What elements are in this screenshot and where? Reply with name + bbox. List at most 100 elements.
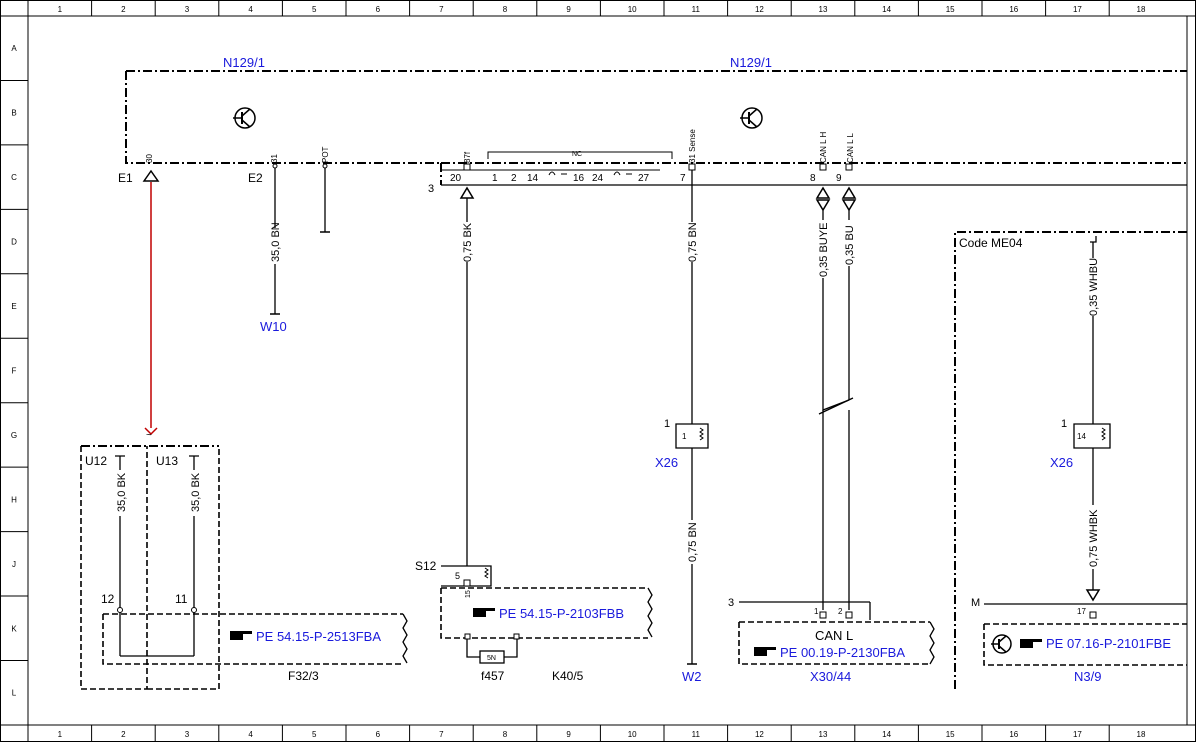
module-n129-border — [125, 70, 1187, 185]
module-label-left[interactable]: N129/1 — [223, 55, 265, 70]
column-label: 15 — [946, 5, 955, 14]
column-label: 1 — [58, 730, 63, 739]
row-label: K — [11, 624, 17, 633]
row-label: D — [11, 238, 17, 247]
spring-icon — [484, 567, 489, 579]
column-label: 10 — [628, 730, 637, 739]
fuse-wires — [466, 636, 518, 658]
k40-break-icon — [647, 587, 653, 638]
n3-9-label[interactable]: N3/9 — [1074, 669, 1101, 684]
x26-left-label[interactable]: X26 — [655, 455, 678, 470]
column-label: 18 — [1137, 5, 1146, 14]
f32-3-label: F32/3 — [288, 669, 319, 683]
ref-pe1[interactable]: PE 54.15-P-2513FBA — [256, 629, 381, 644]
x26-right-label[interactable]: X26 — [1050, 455, 1073, 470]
pin-pot-terminal — [322, 163, 328, 169]
ref-pe3[interactable]: PE 00.19-P-2130FBA — [780, 645, 905, 660]
column-label: 2 — [121, 5, 126, 14]
x26-left-pin: 1 — [664, 418, 670, 430]
row-label: G — [11, 431, 17, 440]
x30-44-label[interactable]: X30/44 — [810, 669, 851, 684]
wire-label-075bn-top: 0,75 BN — [687, 222, 699, 262]
internal-bridge-symbols — [548, 171, 632, 176]
pin-20: 20 — [450, 173, 462, 184]
pin-7: 7 — [680, 173, 686, 184]
x30-pin-2: 2 — [838, 607, 843, 616]
nc-bracket — [487, 151, 673, 159]
pin-17-terminal — [1089, 611, 1097, 619]
row-label: L — [12, 689, 17, 698]
wire-label-bg — [841, 220, 857, 266]
wire-label-bg — [1085, 258, 1103, 316]
x30-connector-label: 3 — [728, 597, 734, 609]
column-label: 15 — [946, 730, 955, 739]
column-label: 10 — [628, 5, 637, 14]
s12-pin-terminal — [463, 579, 471, 587]
wire-label-35bk-u13: 35,0 BK — [190, 472, 202, 512]
s12-pin15: 15 — [465, 590, 472, 598]
pin-31-label: 31 — [270, 154, 279, 163]
ground-w10[interactable]: W10 — [260, 319, 287, 334]
row-label: E — [11, 302, 16, 311]
column-label: 2 — [121, 730, 126, 739]
column-label: 4 — [248, 5, 253, 14]
pin-pot-label: POT — [321, 146, 330, 163]
column-label: 18 — [1137, 730, 1146, 739]
ref-pe2[interactable]: PE 54.15-P-2103FBB — [499, 606, 624, 621]
pin-87f-label: 87f — [463, 151, 472, 163]
shield-icon — [1090, 236, 1097, 243]
pin-14: 14 — [527, 173, 539, 184]
pin-9: 9 — [836, 173, 842, 184]
column-label: 16 — [1009, 5, 1018, 14]
fuse-f457 — [479, 650, 505, 664]
column-label: 7 — [439, 5, 444, 14]
pointing-hand-icon — [230, 631, 252, 640]
row-label: J — [12, 560, 16, 569]
wire-label-bg — [1085, 505, 1103, 569]
wire-label-35bk-u12: 35,0 BK — [116, 472, 128, 512]
pin-2: 2 — [511, 173, 517, 184]
column-label: 14 — [882, 730, 891, 739]
spring-icon — [699, 427, 704, 441]
x30-break-icon — [929, 621, 935, 665]
column-label: 1 — [58, 5, 63, 14]
nc-label: NC — [572, 151, 582, 158]
pin-30-label: 30 — [145, 154, 154, 163]
column-label: 17 — [1073, 5, 1082, 14]
bidirectional-arrow-icon — [815, 186, 857, 212]
column-label: 4 — [248, 730, 253, 739]
pin-8-terminal — [819, 163, 827, 171]
column-label: 12 — [755, 5, 764, 14]
wire-label-bg — [186, 470, 203, 516]
can-wires-bottom — [818, 397, 854, 610]
e1-label: E1 — [118, 171, 133, 185]
k40-box — [440, 587, 648, 639]
e2-label: E2 — [248, 171, 263, 185]
row-label: B — [11, 109, 16, 118]
wire-label-035whbu: 0,35 WHBU — [1088, 258, 1100, 316]
transistor-icon — [991, 634, 1012, 654]
column-label: 3 — [185, 730, 190, 739]
pin-can-h-label: CAN L H — [819, 132, 828, 163]
k40-5-label: K40/5 — [552, 669, 584, 683]
wire-label-035bu: 0,35 BU — [844, 225, 856, 265]
pin-can-l-label: CAN L L — [846, 133, 855, 163]
pointing-hand-icon — [473, 608, 495, 617]
column-label: 6 — [376, 5, 381, 14]
x26-right-pin: 1 — [1061, 418, 1067, 430]
x26-left-housing — [675, 423, 709, 449]
ref-pe4[interactable]: PE 07.16-P-2101FBE — [1046, 636, 1171, 651]
x26-right-num: 14 — [1077, 432, 1086, 441]
u12-u13-boxes — [80, 446, 220, 690]
s12-pin: 5 — [455, 571, 460, 581]
column-label: 8 — [503, 730, 508, 739]
module-label-right[interactable]: N129/1 — [730, 55, 772, 70]
ground-w2[interactable]: W2 — [682, 669, 702, 684]
fuse-terminal — [464, 633, 471, 640]
wire-label-bg — [459, 222, 477, 262]
shield-icon — [115, 455, 125, 464]
x30-pin-1-terminal — [819, 611, 827, 619]
pin-24: 24 — [592, 173, 604, 184]
